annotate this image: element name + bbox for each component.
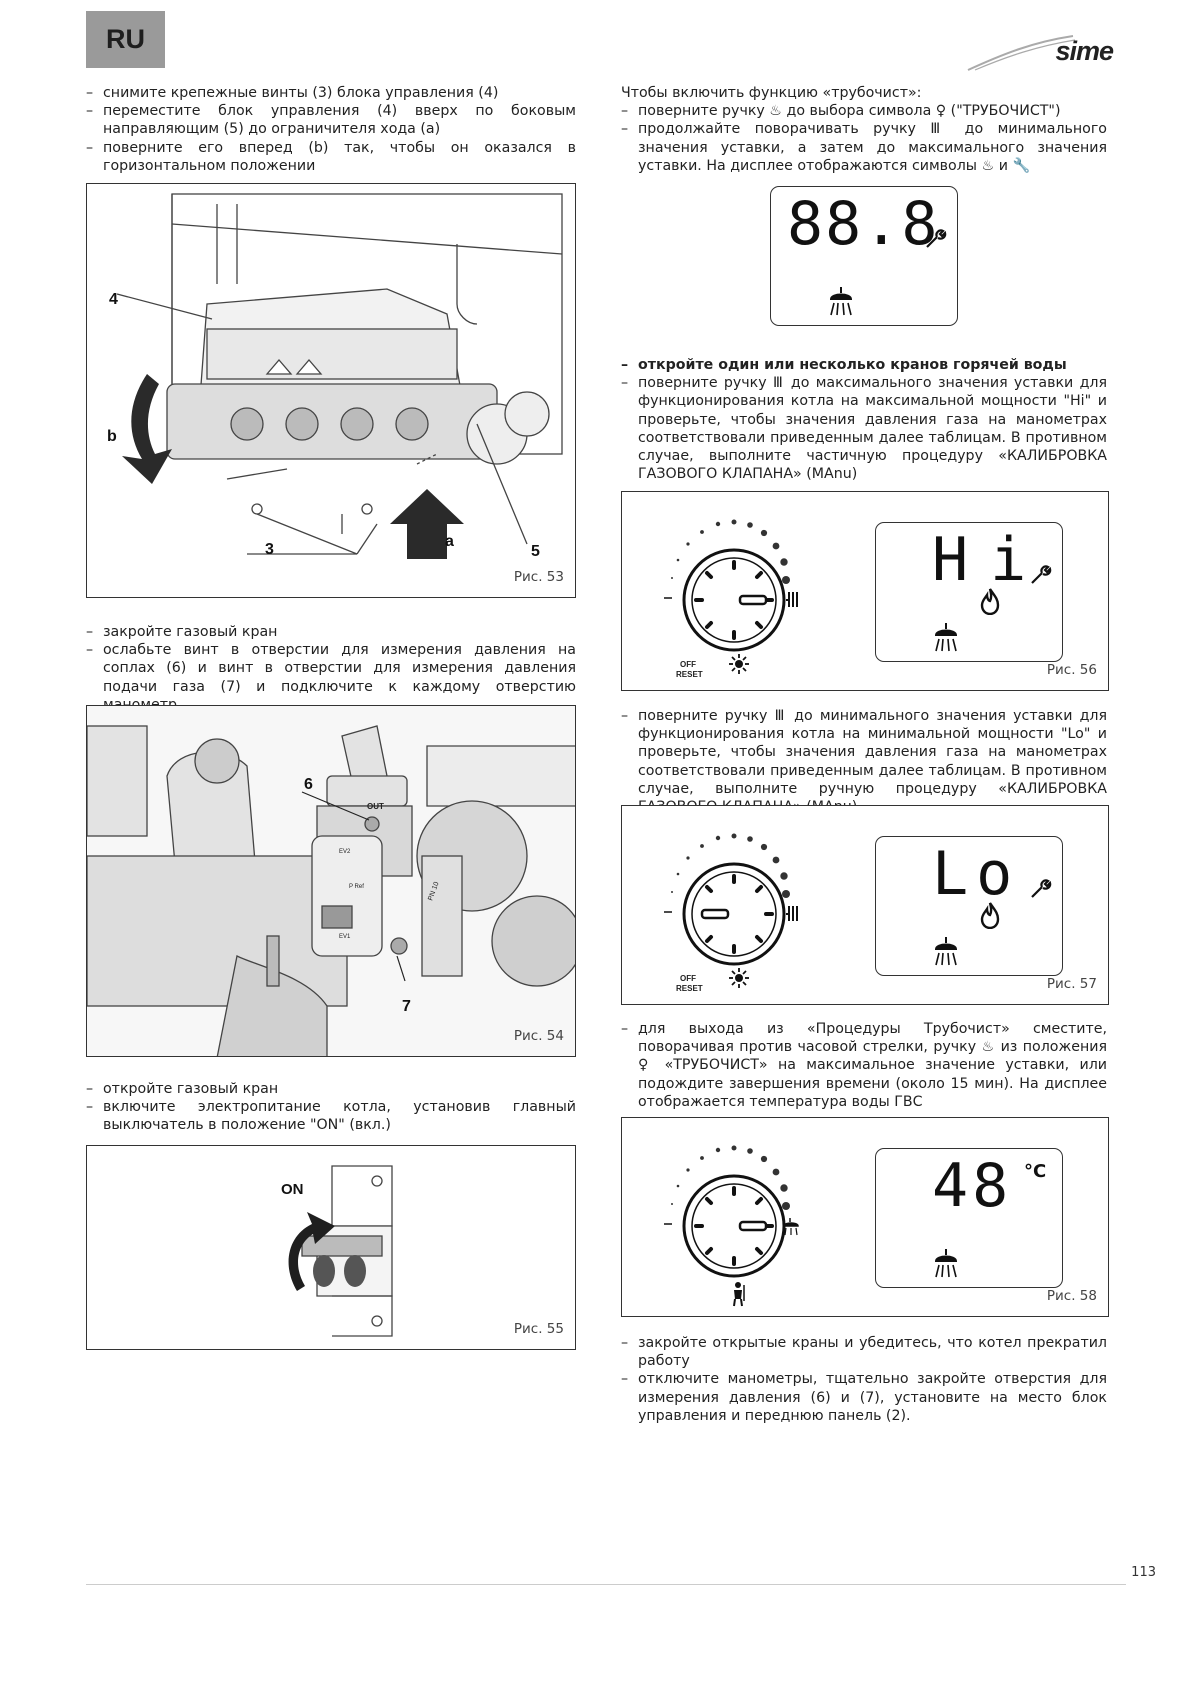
off-label: OFF	[680, 974, 696, 983]
wrench-icon	[1031, 879, 1052, 898]
list-item: поверните ручку ♨ до выбора символа ♀ ("…	[638, 103, 1061, 120]
valve-label-ev2: EV2	[339, 849, 351, 855]
figure-caption: Рис. 57	[1046, 976, 1097, 992]
list-item: закройте открытые краны и убедитесь, что…	[638, 1335, 1107, 1370]
figure-caption: Рис. 58	[1046, 1288, 1097, 1304]
lcd-display-temp: 48 °C	[875, 1148, 1063, 1288]
shower-icon	[934, 937, 958, 966]
list-item: продолжайте поворачивать ручку Ⅲ до мини…	[638, 121, 1107, 174]
hot-water-knob	[664, 1145, 799, 1278]
list-item: ослабьте винт в отверстии для измерения …	[103, 642, 576, 713]
wrench-icon	[926, 229, 947, 248]
lcd-display-chimney: 88.8	[770, 186, 958, 326]
list-item: включите электропитание котла, установив…	[103, 1099, 576, 1134]
shower-icon	[829, 287, 853, 316]
lcd-digits: 88.8	[787, 189, 940, 259]
temperature-unit: °C	[1024, 1161, 1047, 1182]
lcd-display-lo: Lo	[875, 836, 1063, 976]
figure-58: 48 °C Рис. 58	[621, 1117, 1109, 1317]
right-list-3: –поверните ручку Ⅲ до минимального значе…	[621, 707, 1107, 816]
on-label: ON	[281, 1181, 304, 1198]
sun-icon	[729, 654, 749, 674]
language-badge: RU	[86, 11, 165, 68]
heating-knob: OFF RESET	[664, 833, 798, 993]
control-unit-illustration: 4 b 3 a 5	[107, 193, 563, 560]
right-list-2: –откройте один или несколько кранов горя…	[621, 357, 1107, 483]
figure-caption: Рис. 54	[513, 1028, 564, 1044]
flame-icon	[980, 588, 1000, 615]
list-item: откройте газовый кран	[103, 1081, 279, 1097]
figure-54: OUT EV2 P Ref EV1 PN 10 6 7 Рис. 54	[86, 705, 576, 1057]
callout-6: 6	[304, 776, 313, 793]
right-list-4: –для выхода из «Процедуры Трубочист» сме…	[621, 1021, 1107, 1110]
lcd-digits: Hi	[932, 525, 1049, 595]
left-intro-list: –снимите крепежные винты (3) блока управ…	[86, 85, 576, 174]
callout-4: 4	[109, 291, 118, 308]
figure-57: OFF RESET Lo Рис. 57	[621, 805, 1109, 1005]
shower-icon	[934, 1249, 958, 1278]
gas-valve-illustration: OUT EV2 P Ref EV1 PN 10 6 7	[87, 706, 575, 1056]
shower-icon	[934, 623, 958, 652]
main-switch-illustration: ON	[281, 1165, 393, 1337]
flame-icon	[980, 902, 1000, 929]
intro-text: Чтобы включить функцию «трубочист»:	[621, 85, 922, 101]
lcd-digits: Lo	[932, 839, 1021, 909]
right-list-5: –закройте открытые краны и убедитесь, чт…	[621, 1335, 1107, 1424]
list-item: переместите блок управления (4) вверх по…	[103, 103, 576, 138]
callout-b: b	[107, 428, 117, 445]
list-item: поверните его вперед (b) так, чтобы он о…	[103, 139, 576, 174]
figure-caption: Рис. 56	[1046, 662, 1097, 678]
logo-swoosh-icon	[967, 35, 1076, 71]
sun-icon	[729, 968, 749, 988]
callout-5: 5	[531, 543, 540, 560]
off-label: OFF	[680, 660, 696, 669]
figure-caption: Рис. 53	[513, 569, 564, 585]
brand-logo: sime	[963, 24, 1114, 76]
lcd-digits: 48	[932, 1151, 1013, 1221]
reset-label: RESET	[676, 984, 703, 993]
lcd-display-hi: Hi	[875, 522, 1063, 662]
callout-a: a	[445, 533, 454, 550]
list-item: откройте один или несколько кранов горяч…	[638, 357, 1067, 373]
list-item: отключите манометры, тщательно закройте …	[638, 1371, 1107, 1424]
figure-56: OFF RESET Hi Рис. 56	[621, 491, 1109, 691]
left-list-2: –закройте газовый кран –ослабьте винт в …	[86, 623, 576, 714]
left-list-3: –откройте газовый кран –включите электро…	[86, 1081, 576, 1134]
list-item: закройте газовый кран	[103, 624, 278, 640]
figure-caption: Рис. 55	[513, 1321, 564, 1337]
list-item: снимите крепежные винты (3) блока управл…	[103, 85, 499, 101]
list-item: поверните ручку Ⅲ до максимального значе…	[638, 375, 1107, 483]
hot-water-knob: OFF RESET	[664, 519, 798, 679]
list-item: для выхода из «Процедуры Трубочист» смес…	[638, 1021, 1107, 1110]
valve-label-pref: P Ref	[349, 884, 364, 890]
valve-label-out: OUT	[367, 802, 384, 811]
callout-7: 7	[402, 998, 411, 1015]
wrench-icon	[1031, 565, 1052, 584]
right-intro: Чтобы включить функцию «трубочист»: –пов…	[621, 85, 1107, 174]
figure-55: ON Рис. 55	[86, 1145, 576, 1350]
list-item: поверните ручку Ⅲ до минимального значен…	[638, 708, 1107, 815]
figure-53: 4 b 3 a 5 Рис. 53	[86, 183, 576, 598]
valve-label-ev1: EV1	[339, 934, 351, 940]
reset-label: RESET	[676, 670, 703, 679]
page-number: 113	[1131, 1565, 1156, 1580]
brand-name: sime	[1055, 36, 1114, 66]
chimney-sweep-icon	[733, 1282, 745, 1307]
callout-3: 3	[265, 541, 274, 558]
footer-divider	[86, 1584, 1126, 1585]
